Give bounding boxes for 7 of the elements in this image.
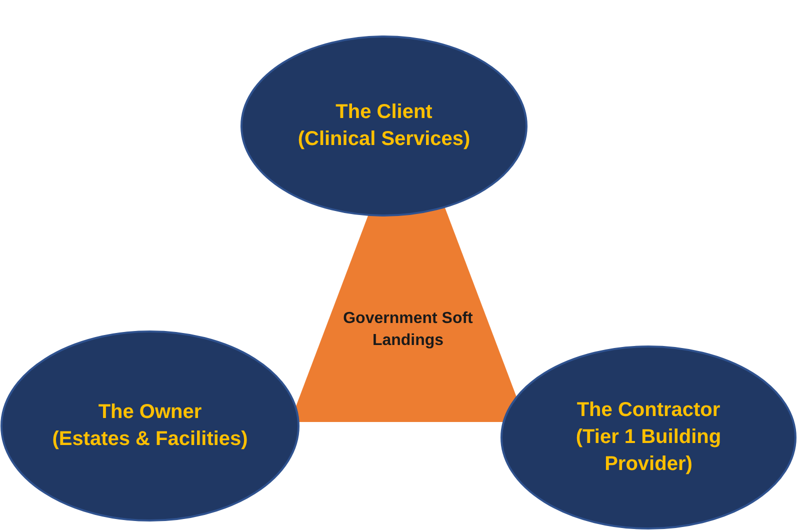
node-title: The Owner	[98, 400, 202, 425]
node-subtitle: (Estates & Facilities)	[52, 427, 248, 452]
node-title: The Contractor	[576, 398, 720, 423]
node-subtitle: (Tier 1 Building Provider)	[574, 425, 722, 477]
node-subtitle: (Clinical Services)	[298, 127, 470, 152]
node-title: Government Soft Landings	[343, 309, 473, 351]
node-title: The Client	[336, 100, 432, 125]
